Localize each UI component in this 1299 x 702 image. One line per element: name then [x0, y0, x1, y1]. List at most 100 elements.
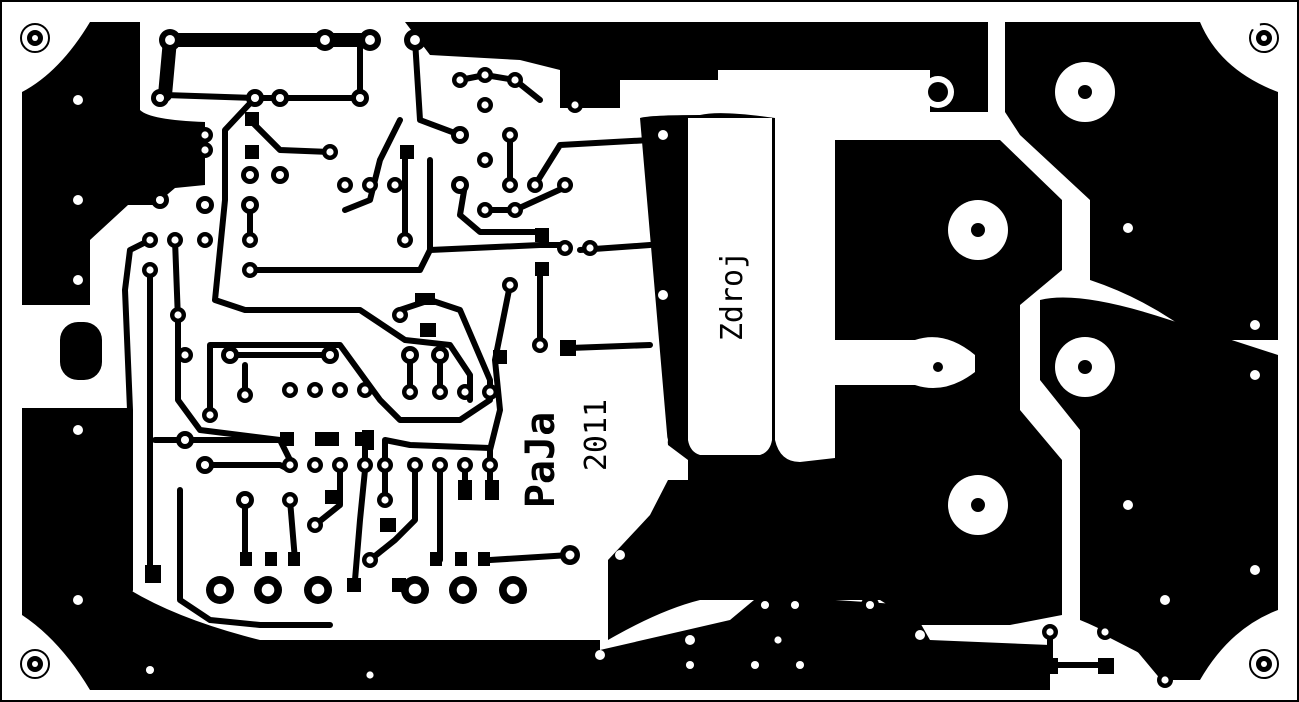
pad-hole — [365, 35, 375, 45]
pour-bottom-left — [22, 408, 600, 690]
pad-hole — [275, 93, 285, 103]
pad-hole — [774, 636, 782, 644]
via — [1250, 565, 1260, 575]
pad-hole — [241, 391, 249, 399]
pad-hole — [531, 181, 539, 189]
pad-hole — [361, 386, 369, 394]
pad-hole — [795, 660, 805, 670]
mounting-hole-top-right — [1249, 23, 1279, 53]
pad-hole — [436, 388, 444, 396]
square-pad — [965, 658, 981, 674]
pad-hole — [201, 146, 209, 154]
pad-hole — [565, 550, 575, 560]
pad-hole — [481, 156, 489, 164]
square-pad — [392, 578, 406, 592]
pad-hole — [410, 35, 420, 45]
pads — [141, 29, 1173, 688]
pad-hole — [250, 93, 260, 103]
pad-hole — [586, 244, 594, 252]
pad-hole — [411, 461, 419, 469]
pad-hole — [366, 671, 374, 679]
via — [685, 605, 695, 615]
via — [73, 595, 83, 605]
power-pad-5 — [926, 355, 950, 379]
pad-hole — [180, 435, 190, 445]
pad-hole — [325, 350, 335, 360]
power-pads — [926, 62, 1115, 535]
pad-hole — [865, 600, 875, 610]
pad-hole — [405, 350, 415, 360]
mounting-hole-bottom-right — [1249, 649, 1279, 679]
via — [658, 435, 668, 445]
pad-hole — [181, 351, 189, 359]
pad-hole — [171, 236, 179, 244]
power-pad-2 — [948, 200, 1008, 260]
square-pad — [910, 658, 926, 674]
pad-hole — [201, 131, 209, 139]
pad-hole — [213, 583, 227, 597]
pad-hole — [1101, 628, 1109, 636]
pad-hole — [381, 461, 389, 469]
power-pad-1 — [1055, 62, 1115, 122]
pad-hole — [245, 200, 255, 210]
pad-hole — [571, 101, 579, 109]
pad-hole — [336, 461, 344, 469]
square-pad — [535, 228, 549, 242]
square-pad — [380, 518, 396, 532]
pad-hole — [311, 386, 319, 394]
pad-hole — [436, 461, 444, 469]
pad-hole — [456, 583, 470, 597]
pad-hole — [174, 311, 182, 319]
via — [915, 630, 925, 640]
pad-hole — [225, 350, 235, 360]
pad-hole — [381, 496, 389, 504]
via — [658, 290, 668, 300]
via — [1123, 500, 1133, 510]
pad-hole — [481, 101, 489, 109]
square-pad — [400, 145, 414, 159]
via — [615, 550, 625, 560]
pad-hole — [240, 495, 250, 505]
via — [1250, 20, 1260, 30]
square-pad — [280, 432, 294, 446]
square-pad — [420, 323, 436, 337]
pad-hole — [146, 236, 154, 244]
pad-hole — [286, 496, 294, 504]
via — [73, 425, 83, 435]
pad-hole — [200, 460, 210, 470]
pad-hole — [790, 600, 800, 610]
pad-hole — [561, 181, 569, 189]
pad-hole — [286, 386, 294, 394]
pad-hole — [511, 76, 519, 84]
pad-hole — [481, 206, 489, 214]
pad-hole — [146, 266, 154, 274]
pad-hole — [311, 461, 319, 469]
pad-hole — [145, 665, 155, 675]
pad-hole — [435, 350, 445, 360]
via — [595, 650, 605, 660]
vias — [73, 20, 1260, 660]
via — [1015, 627, 1025, 637]
pad-hole — [341, 181, 349, 189]
square-pads — [145, 112, 1114, 674]
pad-hole — [155, 93, 165, 103]
pad-hole — [486, 388, 494, 396]
via — [205, 175, 215, 185]
pad-hole — [201, 236, 209, 244]
pad-hole — [506, 583, 520, 597]
year-label: 2011 — [579, 399, 614, 471]
square-pad — [415, 293, 435, 305]
pad-hole — [396, 311, 404, 319]
pad-hole — [366, 181, 374, 189]
pad-hole — [355, 93, 365, 103]
square-pad — [1098, 658, 1114, 674]
author-label: PaJa — [518, 412, 564, 508]
pad-hole — [155, 195, 165, 205]
square-pad — [315, 432, 339, 446]
pad-hole — [561, 244, 569, 252]
mounting-hole-bottom-left — [20, 649, 50, 679]
pad-hole — [286, 461, 294, 469]
via — [785, 135, 795, 145]
pad-hole — [486, 461, 494, 469]
